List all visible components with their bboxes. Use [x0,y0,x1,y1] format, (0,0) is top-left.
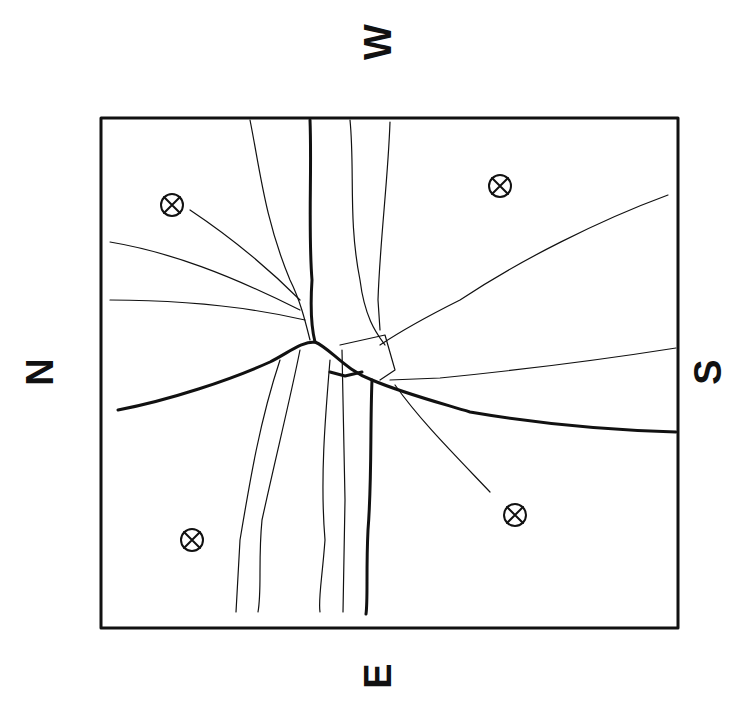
slab-outline [101,118,678,628]
fine-crack [258,350,300,612]
fine-crack [395,385,490,492]
fine-crack [350,120,385,345]
fine-crack [236,360,280,612]
fine-crack [340,335,395,380]
fine-crack [110,300,305,320]
fine-crack [390,348,676,380]
compass-letter: N [21,358,59,385]
main-crack [310,120,315,342]
compass-letter: S [689,359,727,384]
compass-letter: W [359,24,397,60]
main-crack [330,372,362,376]
fine-crack [380,195,668,345]
fine-crack [250,120,310,340]
fine-crack [378,122,390,330]
fine-crack [319,360,330,612]
fine-crack [190,210,300,300]
circled-x-symbols [161,175,526,551]
fine-crack [342,350,345,612]
compass-letter: E [359,663,397,688]
main-crack [366,380,372,614]
